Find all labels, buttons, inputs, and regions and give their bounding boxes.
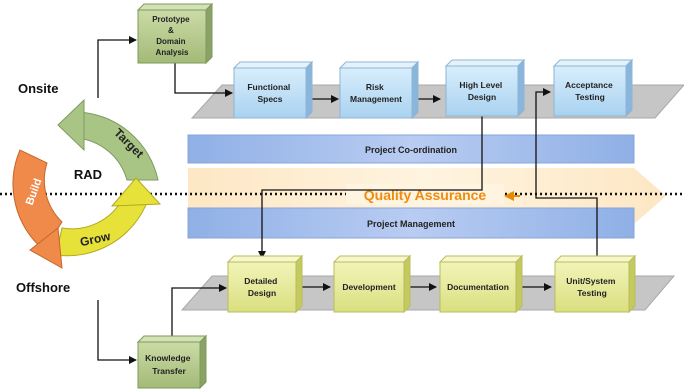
box-knowledge-transfer: Knowledge Transfer [136,334,208,390]
box-prototype: Prototype & Domain Analysis [136,2,214,65]
unit-line-1: Unit/System [566,276,616,286]
design-line-1: High Level [459,80,502,90]
svg-text:Risk Management: Risk Management [350,82,402,104]
arrow-unit-acceptance [535,88,598,258]
box-unit-system-testing: Unit/System Testing [553,254,637,314]
functional-line-1: Functional [247,82,290,92]
arrow-design-detailed [258,116,483,259]
documentation-line-1: Documentation [447,282,509,292]
arrow-prototype-functional [174,62,233,97]
build-arrow [12,149,63,251]
management-label: Project Management [367,219,455,229]
grow-label: Grow [79,229,113,249]
rad-label: RAD [74,167,102,182]
connectors [97,36,598,364]
development-line-1: Development [342,282,396,292]
target-arrowhead [57,98,85,152]
box-documentation: Documentation [438,254,524,314]
detailed-line-2: Design [248,288,276,298]
box-functional-specs: Functional Specs [232,60,314,120]
unit-line-2: Testing [577,288,607,298]
svg-text:Unit/System Testing: Unit/System Testing [566,276,618,298]
design-line-2: Design [468,92,496,102]
svg-text:Knowledge Transfer: Knowledge Transfer [145,353,193,376]
offshore-label: Offshore [16,280,70,295]
arrow-knowledge-detailed [171,284,227,338]
svg-text:Functional Specs: Functional Specs [247,82,292,104]
box-risk-management: Risk Management [338,60,420,120]
box-detailed-design: Detailed Design [226,254,304,314]
rad-cycle: RAD Target Grow Build [12,98,162,269]
svg-text:Documentation: Documentation [447,282,509,292]
prototype-line-1: Prototype [152,15,190,24]
svg-text:Acceptance Testing: Acceptance Testing [565,80,615,102]
svg-text:Prototype & Domain: Prototype & Domain Analysis [152,15,192,57]
build-arrowhead [29,227,63,269]
functional-line-2: Specs [257,94,282,104]
detailed-line-1: Detailed [244,276,277,286]
quality-label: Quality Assurance [364,187,487,203]
coordination-band [187,134,635,164]
grow-arrow [55,199,149,257]
target-arrow [76,111,159,181]
grow-arrowhead [110,177,162,207]
box-acceptance-testing: Acceptance Testing [552,58,634,118]
svg-text:Development: Development [342,282,396,292]
arrow-offshore-knowledge [97,300,137,364]
acceptance-line-1: Acceptance [565,80,613,90]
risk-line-1: Risk [366,82,384,92]
risk-line-2: Management [350,94,402,104]
quality-label-bg [346,184,504,204]
svg-text:High Level Design: High Level Design [459,80,504,102]
onsite-label: Onsite [18,81,58,96]
box-high-level-design: High Level Design [444,58,526,118]
prototype-line-2: & [168,26,174,35]
arrow-onsite-prototype [97,36,137,98]
coordination-label: Project Co-ordination [365,145,457,155]
acceptance-line-2: Testing [575,92,605,102]
prototype-line-3: Domain [156,37,185,46]
knowledge-line-1: Knowledge [145,353,191,363]
box-development: Development [332,254,412,314]
svg-text:Detailed Design: Detailed Design [244,276,279,298]
knowledge-line-2: Transfer [152,366,186,376]
prototype-line-4: Analysis [156,48,189,57]
